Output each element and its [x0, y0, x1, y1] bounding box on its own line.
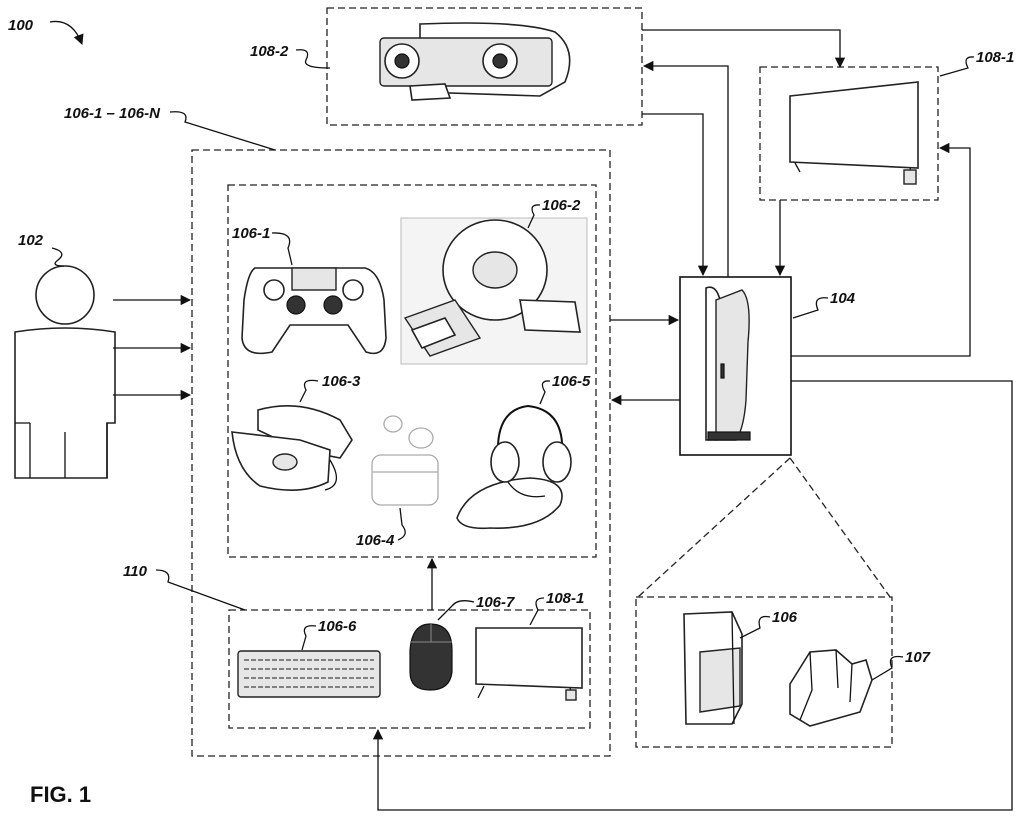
- keyboard-leader: [302, 626, 316, 650]
- system-ref-label: 100: [8, 17, 34, 34]
- charging-stand-leader: [872, 656, 903, 680]
- user-figure: [15, 266, 115, 478]
- camera-to-tv-arrow: [642, 30, 840, 67]
- mouse-label: 106-7: [476, 594, 515, 611]
- mouse-icon: [410, 624, 452, 690]
- devices-group-leader: [170, 112, 275, 150]
- game-controller-icon: [242, 268, 386, 353]
- console-part-icon: [684, 612, 742, 724]
- vr-headset-icon: [232, 406, 352, 490]
- console-to-tv-arrow: [791, 148, 970, 356]
- vr-headset-label: 106-3: [322, 373, 361, 390]
- figure-caption: FIG. 1: [30, 782, 91, 807]
- camera-icon: [380, 23, 570, 100]
- console-label: 104: [830, 290, 856, 307]
- headset-leader: [540, 381, 550, 404]
- vr-headset-leader: [300, 380, 318, 402]
- console-to-camera-arrow: [644, 66, 728, 277]
- earbuds-label: 106-4: [356, 532, 395, 549]
- charging-stand-icon: [790, 650, 872, 726]
- tv-top-label: 108-1: [976, 49, 1014, 66]
- monitor-small-label: 108-1: [546, 590, 584, 607]
- console-leader: [793, 298, 828, 318]
- earbuds-icon: [372, 416, 438, 505]
- console-to-pc-arrow: [378, 381, 1012, 810]
- earbuds-leader: [398, 508, 405, 540]
- devices-group-label: 106-1 – 106-N: [64, 105, 161, 122]
- headset-label: 106-5: [552, 373, 591, 390]
- console-detail-callout: [638, 458, 890, 597]
- console-part-label: 106: [772, 609, 798, 626]
- tv-icon: [790, 82, 918, 184]
- monitor-icon: [476, 628, 582, 700]
- headset-icon: [457, 406, 571, 528]
- user-label: 102: [18, 232, 44, 249]
- steering-wheel-label: 106-2: [542, 197, 581, 214]
- user-leader: [52, 248, 64, 266]
- camera-leader: [296, 50, 330, 68]
- charging-stand-label: 107: [905, 649, 931, 666]
- console-part-leader: [740, 616, 770, 638]
- controller-label: 106-1: [232, 225, 270, 242]
- console-icon: [706, 287, 750, 440]
- pc-group-leader: [156, 570, 245, 610]
- camera-to-console-arrow: [642, 114, 703, 275]
- monitor-small-leader: [530, 598, 544, 625]
- tv-top-leader: [940, 57, 974, 76]
- camera-label: 108-2: [250, 43, 289, 60]
- keyboard-icon: [238, 651, 380, 697]
- steering-wheel-icon: [401, 218, 587, 364]
- controller-leader: [272, 233, 292, 265]
- system-ref-arrow: [50, 21, 82, 44]
- pc-group-label: 110: [123, 563, 148, 580]
- keyboard-label: 106-6: [318, 618, 357, 635]
